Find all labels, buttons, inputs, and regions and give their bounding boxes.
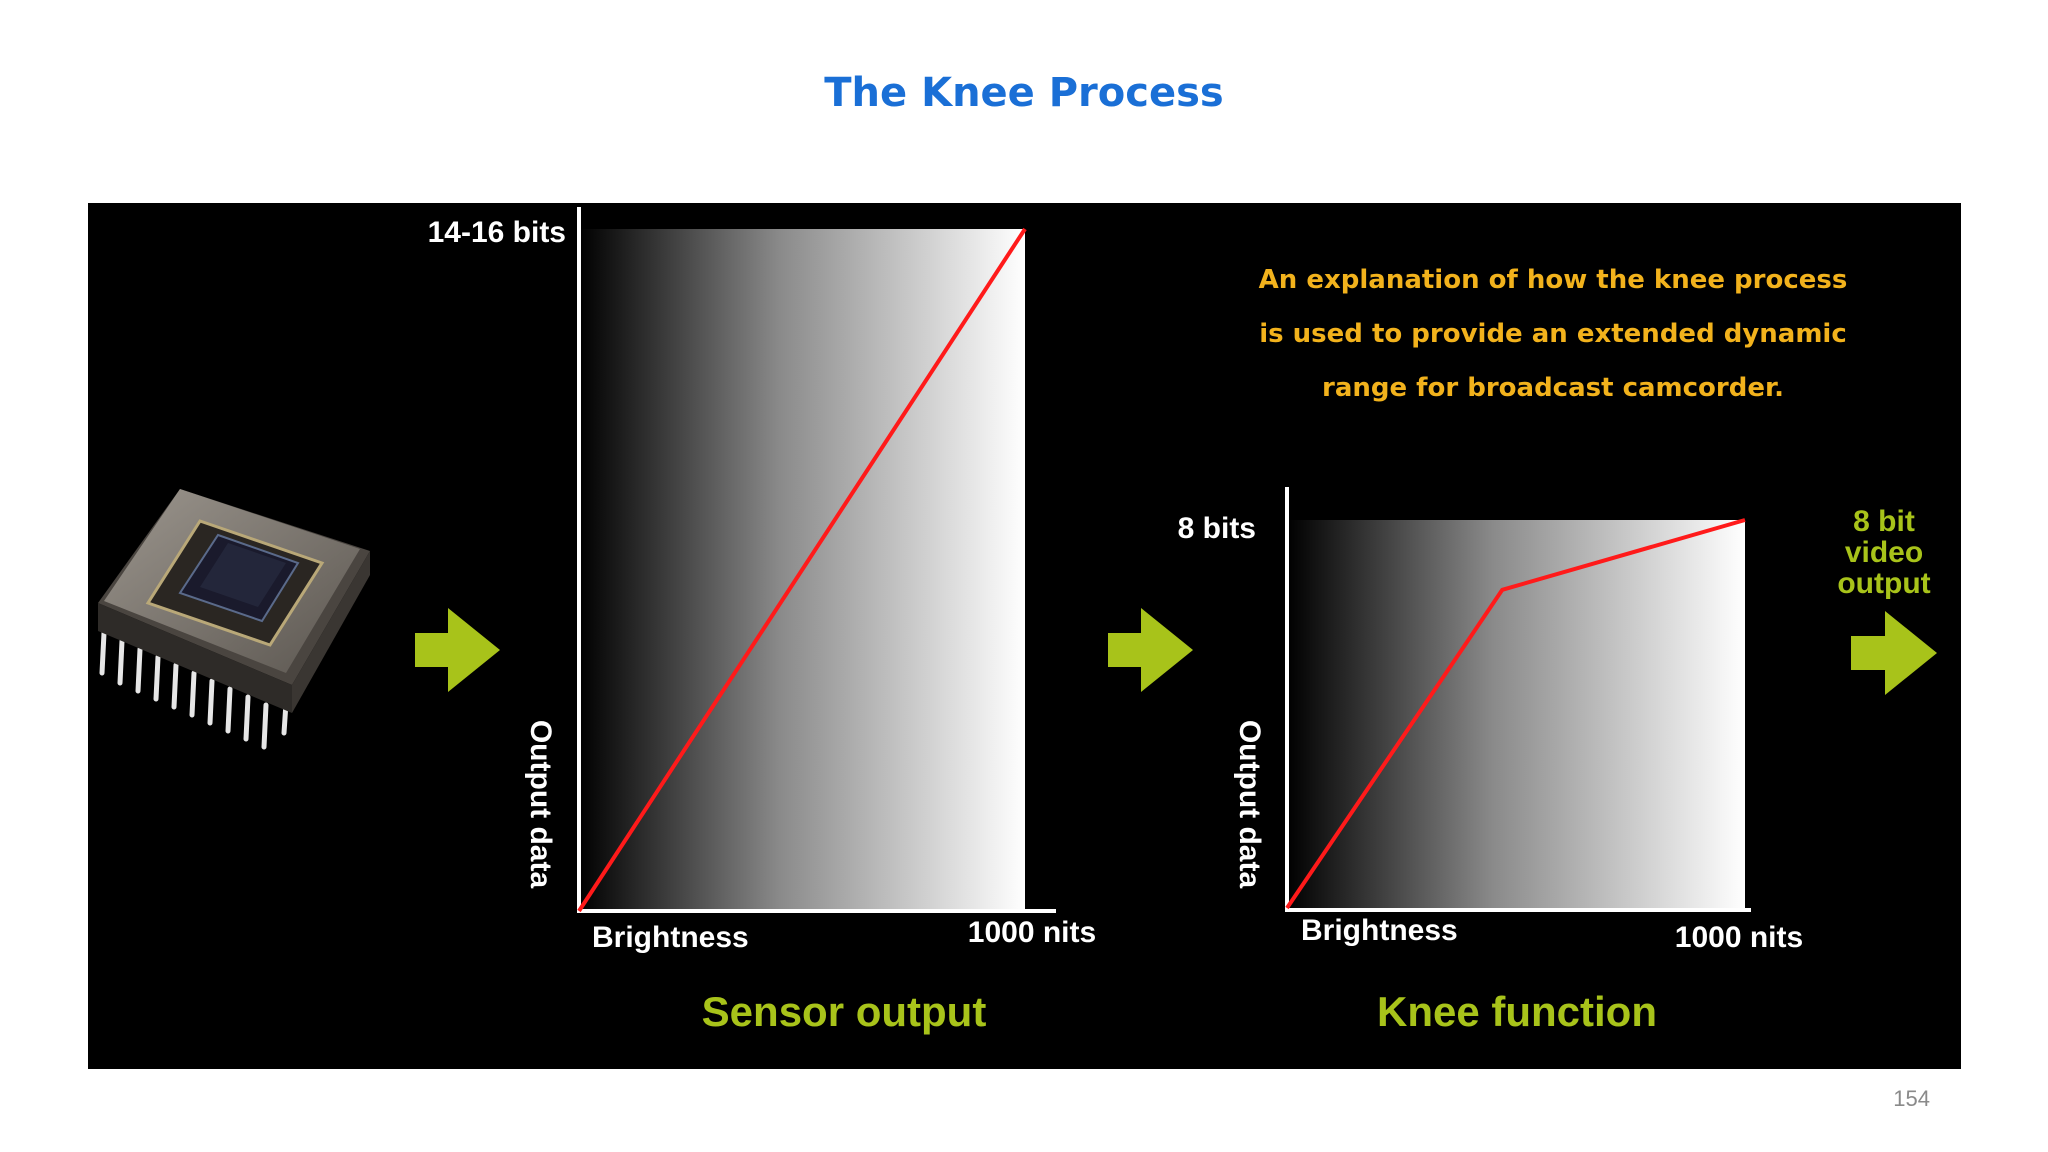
- sensor-output-chart: 14-16 bits Output data Brightness 1000 n…: [428, 207, 1096, 1035]
- slide-title: The Knee Process: [824, 70, 1224, 116]
- explanation-line-1: An explanation of how the knee process: [1259, 265, 1848, 295]
- knee-y-axis-label: Output data: [1233, 720, 1266, 889]
- image-sensor-chip-icon: [98, 489, 370, 750]
- knee-function-chart: 8 bits Output data Brightness 1000 nits …: [1178, 487, 1803, 1035]
- explanation-line-2: is used to provide an extended dynamic: [1259, 319, 1847, 349]
- sensor-output-caption: Sensor output: [702, 988, 987, 1035]
- sensor-x-axis-label: Brightness: [592, 921, 749, 954]
- sensor-y-axis-label: Output data: [524, 720, 557, 889]
- knee-process-diagram: 14-16 bits Output data Brightness 1000 n…: [98, 207, 1937, 1035]
- sensor-y-top-label: 14-16 bits: [428, 216, 566, 249]
- knee-curve: [1285, 518, 1746, 910]
- diagram-panel: 14-16 bits Output data Brightness 1000 n…: [88, 203, 1961, 1069]
- explanation-text: An explanation of how the knee process i…: [1259, 265, 1848, 403]
- video-output-line-3: output: [1837, 567, 1930, 600]
- knee-x-axis-label: Brightness: [1301, 914, 1458, 947]
- page-number: 154: [1893, 1086, 1930, 1111]
- knee-function-caption: Knee function: [1377, 988, 1657, 1035]
- explanation-line-3: range for broadcast camcorder.: [1322, 373, 1784, 403]
- knee-gradient-area: [1287, 520, 1745, 910]
- sensor-curve: [577, 227, 1027, 913]
- video-output-label: 8 bit video output: [1837, 505, 1930, 600]
- sensor-x-end-label: 1000 nits: [968, 916, 1096, 949]
- video-output-line-2: video: [1845, 536, 1923, 569]
- knee-y-top-label: 8 bits: [1178, 512, 1256, 545]
- right-arrow-icon: [415, 608, 500, 692]
- video-output-line-1: 8 bit: [1853, 505, 1915, 538]
- right-arrow-icon: [1851, 611, 1937, 695]
- right-arrow-icon: [1108, 608, 1193, 692]
- knee-x-end-label: 1000 nits: [1675, 921, 1803, 954]
